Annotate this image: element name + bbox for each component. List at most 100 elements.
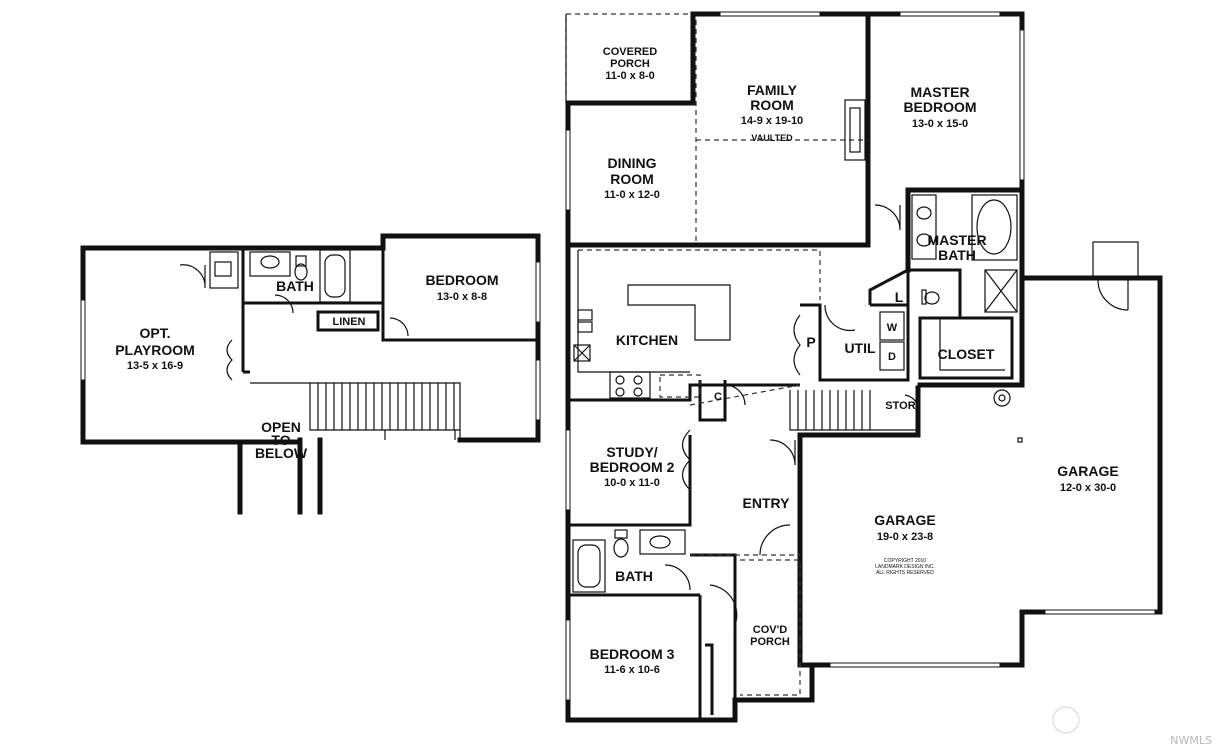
main-stairs xyxy=(789,390,918,431)
main-bath-name: BATH xyxy=(615,568,653,584)
dryer-label: D xyxy=(888,351,896,363)
family-window xyxy=(719,11,821,17)
kitchen-island xyxy=(627,284,731,341)
coat-closet-wall xyxy=(698,380,727,422)
dining-room-name-2: ROOM xyxy=(610,171,654,187)
util-name: UTIL xyxy=(844,340,876,356)
toilet xyxy=(294,255,308,281)
master-bath-wall xyxy=(905,187,1025,273)
dining-room-name-1: DINING xyxy=(608,155,657,171)
closet-wall xyxy=(918,316,1014,380)
covd-porch-wall xyxy=(732,662,815,723)
playroom-door xyxy=(179,264,206,289)
master-window-top xyxy=(899,11,1001,17)
watermark: NWMLS xyxy=(1052,706,1212,747)
covd-porch-name-2: PORCH xyxy=(750,636,790,648)
upper-exterior-wall xyxy=(80,233,541,443)
dining-room-dims: 11-0 x 12-0 xyxy=(604,189,660,201)
bedroom3-dims: 11-6 x 10-6 xyxy=(604,664,660,676)
study-name-1: STUDY/ xyxy=(606,444,657,460)
front-door xyxy=(759,524,791,556)
dishwasher xyxy=(573,344,591,362)
bedroom3-window xyxy=(565,619,571,701)
study-dims: 10-0 x 11-0 xyxy=(604,477,660,489)
bath-door xyxy=(274,294,294,314)
entry-name: ENTRY xyxy=(743,495,791,511)
study-bifold xyxy=(681,429,691,491)
playroom-name-1: OPT. xyxy=(139,325,170,341)
closet-name: CLOSET xyxy=(938,346,995,362)
bath-tub xyxy=(572,539,606,593)
stair-post xyxy=(384,430,456,440)
master-bath-name-1: MASTER xyxy=(927,232,986,248)
bedroom-door xyxy=(389,317,409,337)
upper-bedroom-dims: 13-0 x 8-8 xyxy=(437,291,487,303)
storage-wall xyxy=(797,385,921,438)
stairs xyxy=(309,383,460,431)
garage-main-name: GARAGE xyxy=(874,512,935,528)
kitchen-divider xyxy=(578,249,821,300)
main-floor: COVERED PORCH 11-0 x 8-0 FAMILY ROOM 14-… xyxy=(565,11,1163,723)
fridge-outline xyxy=(659,374,701,398)
fireplace xyxy=(844,99,866,161)
playroom-wall xyxy=(241,248,250,374)
copyright-line-3: ALL RIGHTS RESERVED xyxy=(876,570,934,576)
family-room-name-2: ROOM xyxy=(750,97,794,113)
water-heater xyxy=(993,389,1011,407)
study-window xyxy=(565,429,571,511)
bath-toilet xyxy=(613,529,629,558)
washer-dryer xyxy=(879,311,905,371)
master-bedroom-dims: 13-0 x 15-0 xyxy=(912,118,968,130)
bedroom3-door xyxy=(709,584,738,626)
family-room-name-1: FAMILY xyxy=(747,82,798,98)
open-below-3: BELOW xyxy=(255,445,308,461)
kitchen-bottom xyxy=(568,383,800,402)
kitchen-sink xyxy=(577,309,593,333)
coat-closet-label: C xyxy=(714,391,722,403)
master-tub xyxy=(971,194,1018,261)
bedroom3-wall xyxy=(568,593,714,720)
playroom-name-2: PLAYROOM xyxy=(115,342,195,358)
open-below-wall xyxy=(297,437,323,515)
covered-porch-name-2: PORCH xyxy=(610,58,650,70)
copyright-line-2: LANDMARK DESIGN INC. xyxy=(875,564,935,570)
pantry-label: P xyxy=(806,334,815,350)
cooktop xyxy=(609,371,651,399)
sink xyxy=(249,251,291,277)
bedroom-window xyxy=(535,261,541,323)
playroom-window xyxy=(80,299,86,381)
master-bedroom-name-1: MASTER xyxy=(910,84,969,100)
garage-entry-door xyxy=(769,439,796,466)
watermark-text: NWMLS xyxy=(1170,734,1212,747)
master-toilet xyxy=(921,289,940,305)
bathtub xyxy=(319,249,351,303)
storage-door xyxy=(904,394,921,421)
master-sink xyxy=(911,194,937,260)
watermark-circle-icon xyxy=(1052,706,1080,734)
kitchen-counter xyxy=(577,250,690,373)
garage-door-main xyxy=(829,662,1001,668)
playroom-dims: 13-5 x 16-9 xyxy=(127,360,183,372)
bedroom-wall xyxy=(243,236,538,342)
master-door xyxy=(874,204,901,231)
bath-sink xyxy=(639,529,686,555)
upper-bedroom-name: BEDROOM xyxy=(425,272,498,288)
playroom-bifold xyxy=(226,339,233,381)
upper-bath-name: BATH xyxy=(276,278,314,294)
linen-name: LINEN xyxy=(333,316,366,328)
main-left-wall xyxy=(565,11,738,723)
bath-door xyxy=(664,564,691,591)
shower xyxy=(984,269,1018,313)
covd-porch-outline xyxy=(740,559,801,696)
laundry-label: L xyxy=(895,289,904,305)
master-bath-name-2: BATH xyxy=(938,247,976,263)
util-door xyxy=(824,304,856,332)
appliance xyxy=(209,251,239,289)
garage-side-dims: 12-0 x 30-0 xyxy=(1060,482,1116,494)
side-entry-porch xyxy=(1092,241,1139,311)
upper-floor: OPT. PLAYROOM 13-5 x 16-9 BATH LINEN BED… xyxy=(80,233,541,515)
linen-closet xyxy=(316,310,380,332)
open-below-2: TO xyxy=(271,432,290,448)
family-room-dims: 14-9 x 19-10 xyxy=(741,115,803,127)
